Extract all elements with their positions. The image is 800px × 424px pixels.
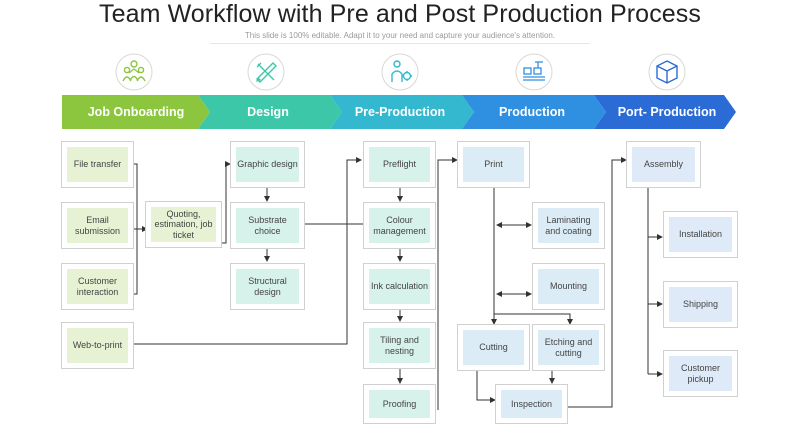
step-email-submission: Email submission [61,202,134,249]
step-proofing: Proofing [363,384,436,424]
step-file-transfer: File transfer [61,141,134,188]
subtitle-divider [210,43,590,44]
step-installation: Installation [663,211,738,258]
phase-chevron-postproduction [594,95,736,129]
step-colour-management: Colour management [363,202,436,249]
step-graphic-design: Graphic design [230,141,305,188]
step-etching-cutting: Etching and cutting [532,324,605,371]
phase-chevron-onboarding [62,95,210,129]
phase-chevron-preproduction [330,95,474,129]
step-quoting: Quoting, estimation, job ticket [145,201,222,248]
phase-label-production: Production [499,105,565,119]
step-web-to-print: Web-to-print [61,322,134,369]
worker-gear-icon [380,52,420,92]
production-line-icon [514,52,554,92]
step-laminating-coating: Laminating and coating [532,202,605,249]
step-structural-design: Structural design [230,263,305,310]
step-ink-calculation: Ink calculation [363,263,436,310]
step-inspection: Inspection [495,384,568,424]
phase-chevron-design [198,95,342,129]
step-mounting: Mounting [532,263,605,310]
page-title: Team Workflow with Pre and Post Producti… [98,0,701,28]
phase-label-design: Design [247,105,289,119]
step-preflight: Preflight [363,141,436,188]
step-substrate-choice: Substrate choice [230,202,305,249]
phase-label-postproduction: Port- Production [617,105,717,119]
design-tools-icon [246,52,286,92]
team-icon [114,52,154,92]
step-shipping: Shipping [663,281,738,328]
step-customer-interaction: Customer interaction [61,263,134,310]
phase-label-preproduction: Pre-Production [354,105,446,119]
package-box-icon [647,52,687,92]
phase-chevron-production [462,95,606,129]
page-subtitle: This slide is 100% editable. Adapt it to… [244,31,556,40]
step-cutting: Cutting [457,324,530,371]
step-assembly: Assembly [626,141,701,188]
step-customer-pickup: Customer pickup [663,350,738,397]
phase-label-onboarding: Job Onboarding [87,105,185,119]
step-tiling-nesting: Tiling and nesting [363,322,436,369]
step-print: Print [457,141,530,188]
